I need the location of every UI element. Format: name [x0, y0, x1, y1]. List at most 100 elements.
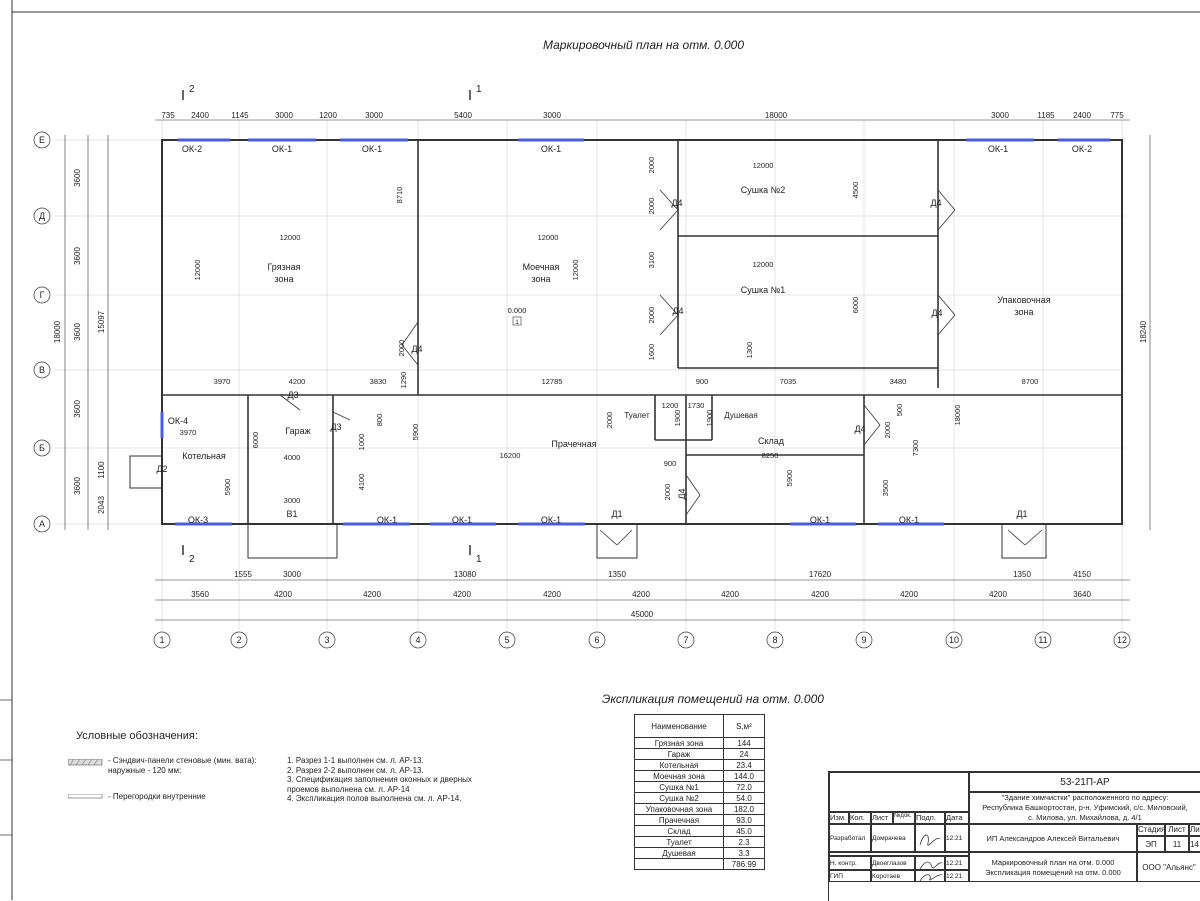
window-label: ОК-1	[272, 144, 292, 154]
room-name: Душевая	[724, 411, 757, 420]
door-label: Д3	[287, 390, 298, 400]
table-total-row: 786.99	[634, 858, 765, 870]
window-label: ОК-1	[810, 515, 830, 525]
inner-dim: 1300	[745, 342, 754, 359]
stamp-person: Двоеглазов	[871, 856, 915, 870]
axis-label-col: 8	[772, 635, 777, 645]
axis-label-col: 5	[504, 635, 509, 645]
window-label: ОК-3	[188, 515, 208, 525]
window-label: ОК-1	[541, 144, 561, 154]
inner-dim: 8710	[395, 187, 404, 204]
stamp-author: ИП Александров Алексей Витальевич	[969, 824, 1137, 852]
dimension-lines	[64, 119, 1151, 621]
top-dim: 18000	[765, 111, 788, 120]
inner-dim: 12000	[193, 260, 202, 281]
section-marks	[182, 90, 471, 555]
inner-dim: 5900	[223, 479, 232, 496]
axis-label-col: 2	[236, 635, 241, 645]
left-dim: 3600	[73, 477, 82, 495]
room-name: зона	[1014, 307, 1033, 317]
bottom-dim: 1350	[1013, 570, 1031, 579]
room-cell: Туалет	[634, 836, 724, 848]
grid-lines	[55, 120, 1125, 630]
inner-dim: 3000	[284, 496, 301, 505]
axis-label-col: 7	[683, 635, 688, 645]
inner-dim: 2000	[647, 307, 656, 324]
door-label: Д4	[854, 424, 865, 434]
room-name: Сушка №1	[741, 285, 786, 295]
gate-label: В1	[286, 509, 297, 519]
axis-label-col: 3	[324, 635, 329, 645]
bottom-dim: 4200	[632, 590, 650, 599]
room-name: Склад	[758, 436, 785, 446]
table-head-name: Наименование	[634, 714, 724, 738]
note: 4. Экспликация полов выполнена см. л. АР…	[287, 794, 462, 803]
window-label: ОК-1	[377, 515, 397, 525]
room-name: Котельная	[182, 451, 226, 461]
area-cell: 2.3	[723, 836, 765, 848]
stamp-date: 12.21	[945, 856, 969, 870]
bottom-dim: 4200	[811, 590, 829, 599]
bottom-dim: 4200	[721, 590, 739, 599]
room-name: Грязная	[267, 262, 300, 272]
room-name: Туалет	[624, 411, 650, 420]
inner-dim: 12000	[538, 233, 559, 242]
stamp-stage-label: Стадия	[1137, 824, 1165, 836]
door-label: Д1	[611, 509, 622, 519]
inner-dim: 1200	[662, 401, 679, 410]
sandwich-panel-symbol	[68, 759, 103, 766]
window-label: ОК-1	[452, 515, 472, 525]
inner-dim: 1600	[647, 344, 656, 361]
inner-dim: 2000	[605, 412, 614, 429]
stamp-signature	[915, 824, 945, 852]
inner-dim: 1900	[673, 410, 682, 427]
inner-dim: 3970	[214, 377, 231, 386]
top-dim: 3000	[275, 111, 293, 120]
left-dim-height: 15097	[97, 310, 106, 333]
inner-dim: 4500	[851, 182, 860, 199]
top-dim: 2400	[1073, 111, 1091, 120]
room-name: зона	[274, 274, 293, 284]
room-cell: Грязная зона	[634, 737, 724, 749]
door-label: Д4	[411, 344, 422, 354]
total-area-cell: 786.99	[723, 858, 765, 870]
inner-dim: 8250	[762, 451, 779, 460]
inner-dim: 5900	[411, 424, 420, 441]
area-cell: 45.0	[723, 825, 765, 837]
legend-sandwich-line1: - Сэндвич-панели стеновые (мин. вата):	[108, 756, 257, 765]
area-cell: 144	[723, 737, 765, 749]
inner-dim: 12000	[753, 260, 774, 269]
inner-dim: 8700	[1022, 377, 1039, 386]
bottom-dim: 4200	[900, 590, 918, 599]
axis-label-col: 10	[949, 635, 959, 645]
stamp-code: 53-21П-АР	[969, 772, 1200, 792]
room-cell: Гараж	[634, 748, 724, 760]
bottom-dim: 3560	[191, 590, 209, 599]
top-dim: 3000	[365, 111, 383, 120]
room-cell: Душевая	[634, 847, 724, 859]
left-dim: 3600	[73, 400, 82, 418]
bottom-dim: 4200	[363, 590, 381, 599]
left-dim: 3600	[73, 323, 82, 341]
window-openings	[160, 138, 1110, 526]
room-cell: Моечная зона	[634, 770, 724, 782]
inner-dim: 800	[375, 414, 384, 427]
left-dim-total: 18000	[53, 320, 62, 343]
window-label: ОК-1	[541, 515, 561, 525]
inner-dim: 12000	[280, 233, 301, 242]
door-label: Д4	[677, 488, 687, 499]
room-name: Сушка №2	[741, 185, 786, 195]
title-block: 53-21П-АР "Здание химчистки" расположенн…	[828, 771, 1200, 901]
plan-title: Маркировочный план на отм. 0.000	[543, 38, 745, 52]
stamp-empty	[829, 852, 969, 856]
window-label: ОК-4	[168, 416, 188, 426]
inner-dim: 16200	[500, 451, 521, 460]
